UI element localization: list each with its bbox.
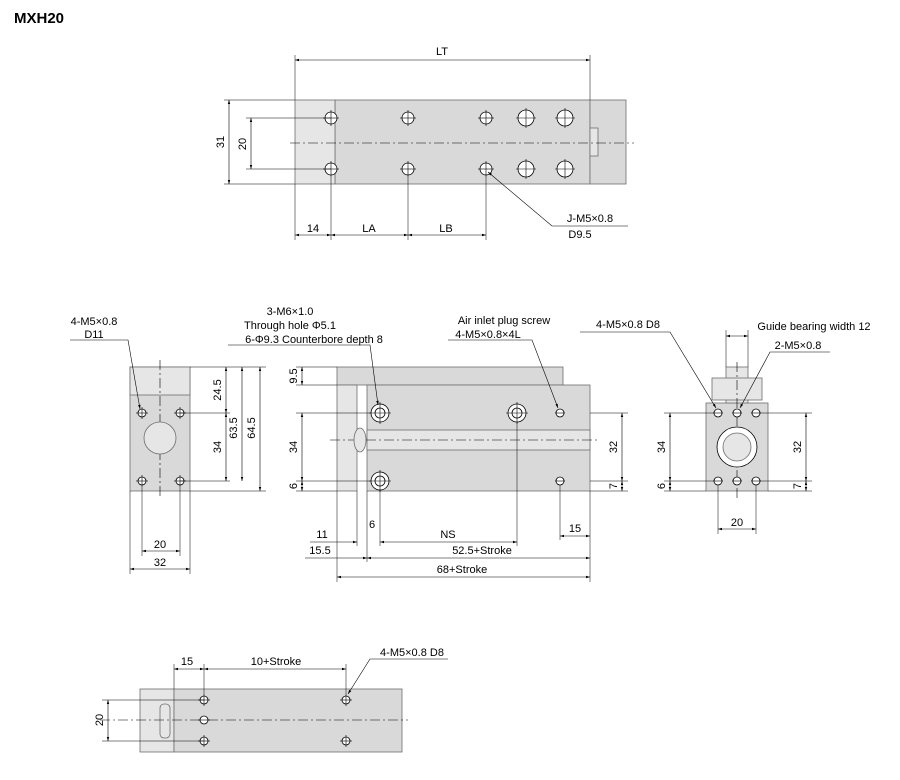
dim-10-stroke: 10+Stroke [251, 656, 301, 668]
bottom-view: 15 10+Stroke 4-M5×0.8 D8 20 [94, 647, 448, 753]
note-air-thread: 4-M5×0.8×4L [455, 329, 520, 341]
note-guide-bearing: Guide bearing width 12 [757, 321, 870, 333]
note-side-thread: 3-M6×1.0 [267, 306, 314, 318]
top-view: LT 31 20 14 LA LB J-M5×0.8 D9.5 [215, 46, 634, 241]
end-right-view: 4-M5×0.8 D8 Guide bearing width 12 2-M5×… [580, 319, 871, 534]
top-slot [589, 127, 599, 157]
note-end-2m5: 2-M5×0.8 [775, 340, 822, 352]
side-main-view: 3-M6×1.0 Through hole Φ5.1 6-Φ9.3 Counte… [228, 306, 628, 582]
bottom-thread-hole [340, 735, 352, 747]
end-bore-inner [722, 432, 752, 462]
bottom-thread-hole [340, 694, 352, 706]
note-side-through: Through hole Φ5.1 [244, 320, 336, 332]
side-counterbore-hole [369, 402, 391, 424]
dim-lt: LT [436, 46, 448, 58]
dim-63-5: 63.5 [228, 417, 240, 438]
top-mount-hole [400, 110, 416, 126]
dim-15-bottom: 15 [181, 656, 193, 668]
bottom-center-hole [198, 715, 210, 725]
note-depth: D9.5 [568, 229, 591, 241]
note-side-counterbore: 6-Φ9.3 Counterbore depth 8 [245, 334, 383, 346]
dim-20-front: 20 [154, 539, 166, 551]
dim-la: LA [362, 223, 376, 235]
dim-6-end: 6 [656, 483, 668, 489]
bottom-stopper [159, 703, 171, 739]
dim-32-side: 32 [608, 441, 620, 453]
top-mount-hole [478, 110, 494, 126]
front-thread-hole [136, 407, 148, 419]
note-bottom-thread: 4-M5×0.8 D8 [380, 647, 444, 659]
top-counterbore-hole [516, 159, 536, 179]
dim-11: 11 [316, 529, 327, 541]
side-table [336, 366, 564, 386]
dim-64-5: 64.5 [246, 417, 258, 438]
top-counterbore-hole [555, 159, 575, 179]
dim-6-side: 6 [288, 483, 300, 489]
top-mount-hole [400, 161, 416, 177]
note-front-depth: D11 [84, 329, 103, 341]
dim-34-side: 34 [288, 441, 300, 453]
top-counterbore-hole [516, 108, 536, 128]
dim-34-front: 34 [212, 441, 224, 453]
dim-32-end: 32 [792, 441, 804, 453]
dim-31: 31 [215, 136, 227, 148]
dim-15-side: 15 [569, 523, 581, 535]
dim-7-end: 7 [792, 483, 804, 489]
dim-52-5: 52.5+Stroke [452, 545, 512, 557]
dim-14: 14 [307, 223, 319, 235]
dim-24-5: 24.5 [212, 379, 224, 400]
bottom-body [173, 688, 403, 753]
note-end-thread: 4-M5×0.8 D8 [596, 319, 660, 331]
dim-15-5: 15.5 [309, 545, 330, 557]
dim-9-5: 9.5 [288, 368, 300, 383]
dim-7-side: 7 [608, 483, 620, 489]
front-thread-hole [136, 475, 148, 487]
dim-32-front: 32 [154, 557, 166, 569]
end-thread-hole [713, 408, 723, 418]
end-center-hole [732, 476, 742, 486]
top-body [334, 99, 591, 185]
side-air-port [555, 408, 565, 418]
note-thread: J-M5×0.8 [567, 213, 613, 225]
end-thread-hole [751, 408, 761, 418]
dim-20-end: 20 [731, 517, 743, 529]
front-port-ring [143, 421, 177, 455]
dim-68: 68+Stroke [437, 564, 487, 576]
end-center-hole [732, 408, 742, 418]
bottom-end-plate [139, 688, 175, 753]
dim-ns: NS [440, 529, 455, 541]
dim-lb: LB [439, 223, 452, 235]
dim-6-bottom: 6 [369, 519, 375, 531]
side-stopper [353, 427, 367, 453]
drawing-title: MXH20 [14, 10, 65, 27]
side-counterbore-hole [369, 470, 391, 492]
top-counterbore-hole [555, 108, 575, 128]
note-front-thread: 4-M5×0.8 [71, 316, 118, 328]
dim-20-bottom: 20 [94, 714, 106, 726]
dim-34-end: 34 [656, 441, 668, 453]
dim-20: 20 [237, 138, 249, 150]
front-left-view: 4-M5×0.8 D11 24.5 34 63.5 64.5 20 32 [70, 316, 266, 574]
note-air-inlet: Air inlet plug screw [458, 315, 550, 327]
